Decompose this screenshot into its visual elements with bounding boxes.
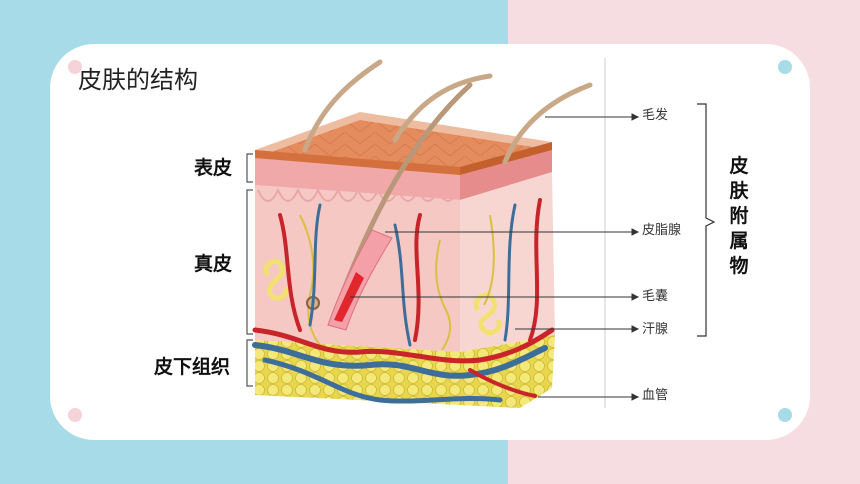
subcutaneous-fat-layer	[255, 335, 555, 408]
label-subcutaneous: 皮下组织	[154, 356, 231, 378]
layer-brackets	[246, 153, 253, 387]
decor-dot-top-right	[778, 60, 792, 74]
callout-blood-vessel: 血管	[642, 388, 669, 403]
page-title: 皮肤的结构	[78, 66, 198, 94]
appendages-bracket	[697, 103, 716, 337]
epidermis-layer	[255, 112, 552, 200]
decor-dot-bottom-right	[778, 408, 792, 422]
callout-sebaceous-gland: 皮脂腺	[642, 223, 682, 238]
label-dermis: 真皮	[194, 253, 233, 275]
callout-hair-follicle: 毛囊	[642, 289, 669, 304]
label-skin-appendages: 皮肤附属物	[729, 155, 749, 277]
callout-sweat-gland: 汗腺	[642, 322, 669, 337]
callout-hair: 毛发	[642, 108, 669, 123]
hair-follicle	[306, 229, 393, 331]
decor-dot-bottom-left	[68, 408, 82, 422]
blood-vessels	[252, 198, 555, 404]
label-epidermis: 表皮	[194, 157, 233, 179]
decor-dot-top-left	[68, 60, 82, 74]
callout-arrows	[350, 113, 640, 401]
